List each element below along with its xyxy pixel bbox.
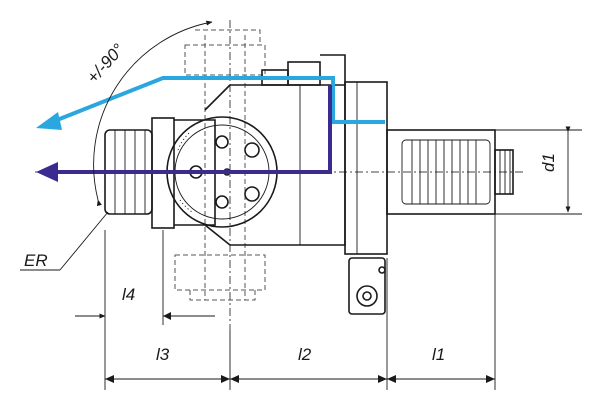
length-dimensions: l3 l2 l1 (104, 214, 496, 390)
coolant-arrow-inner-head (36, 162, 58, 182)
shank (386, 129, 514, 215)
coolant-path-inner (54, 85, 332, 174)
shank-serrations (411, 140, 477, 204)
adjusting-block (348, 257, 386, 315)
coolant-arrow-outer-head (36, 112, 62, 130)
l4-dimension: l4 (75, 230, 215, 325)
l1-label: l1 (432, 345, 445, 364)
rotation-ghost-outline (174, 29, 266, 301)
rotation-angle-arc (93, 20, 213, 207)
flange-plate (344, 81, 388, 255)
l3-label: l3 (156, 345, 170, 364)
er-label: ER (24, 251, 48, 270)
d1-label: d1 (539, 153, 558, 172)
d1-dimension: d1 (495, 126, 582, 215)
housing (204, 54, 346, 246)
er-leader: ER (20, 211, 109, 271)
l2-label: l2 (298, 345, 312, 364)
l4-label: l4 (122, 285, 135, 304)
